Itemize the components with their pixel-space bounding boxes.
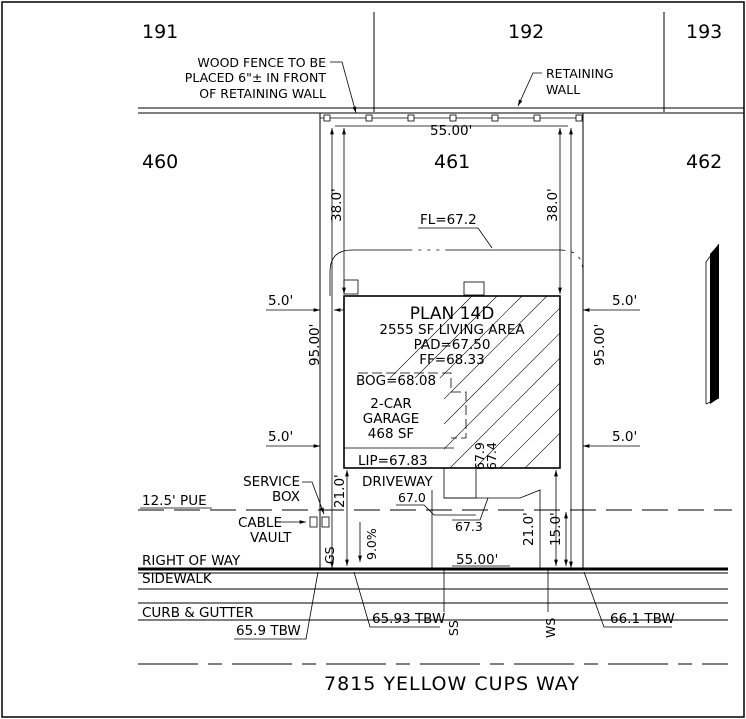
tbw-right-label: 66.1 TBW <box>610 611 675 627</box>
garage-area <box>344 378 444 468</box>
flow-line-swale <box>329 249 584 300</box>
cable-vault-label-2: VAULT <box>250 530 292 546</box>
finished-floor: FF=68.33 <box>419 352 485 368</box>
garage-label-2: GARAGE <box>363 411 420 427</box>
front-setback-right-label: 21.0' <box>521 512 537 546</box>
driveway-elevation: 67.0 <box>398 490 426 505</box>
garage-label-1: 2-CAR <box>370 396 412 412</box>
front-width-label: 55.00' <box>456 552 498 568</box>
lip-elevation: LIP=67.83 <box>358 453 428 469</box>
fence-note-line-1: WOOD FENCE TO BE <box>197 55 326 70</box>
side-right-top-label: 5.0' <box>612 293 637 309</box>
tbw-mid-label: 65.93 TBW <box>372 611 445 627</box>
driveway-curb <box>444 489 541 568</box>
driveway-label: DRIVEWAY <box>362 474 433 490</box>
fence-leader <box>330 61 357 114</box>
lot-number-191: 191 <box>142 21 178 43</box>
rear-patio-left <box>343 279 359 295</box>
rear-patio-mid <box>463 281 485 296</box>
side-left-top-label: 5.0' <box>268 293 293 309</box>
sidewalk-label: SIDEWALK <box>142 571 213 587</box>
depth-right-label: 95.00' <box>592 324 608 366</box>
north-arrow-icon <box>705 243 720 405</box>
side-left-bottom-label: 5.0' <box>268 429 293 445</box>
slope-label: 9.0% <box>364 528 379 560</box>
water-label: WS <box>543 618 558 638</box>
pue-label: 12.5' PUE <box>142 493 207 509</box>
tbw-mid-leader <box>353 571 440 628</box>
service-box-label-2: BOX <box>272 489 300 505</box>
fence-note-line-3: OF RETAINING WALL <box>199 86 326 101</box>
living-area: 2555 SF LIVING AREA <box>379 322 525 338</box>
tbw-right-leader <box>583 571 672 628</box>
rear-setback-left-label: 38.0' <box>329 188 345 222</box>
lot-number-193: 193 <box>686 21 722 43</box>
lot-number-462: 462 <box>686 151 722 173</box>
spot-elevation-a: 67.9 <box>472 442 487 470</box>
spot-elevation-b: 67.4 <box>484 442 499 470</box>
garage-outline <box>358 372 467 439</box>
service-box-label-1: SERVICE <box>243 474 300 490</box>
cable-vault-label-1: CABLE <box>238 515 282 531</box>
lot-number-460: 460 <box>142 151 178 173</box>
wall-leader <box>517 72 542 107</box>
pad-elevation: PAD=67.50 <box>414 337 491 353</box>
lot-number-192: 192 <box>508 21 544 43</box>
gas-label: GS <box>322 546 337 564</box>
plan-name: PLAN 14D <box>410 304 495 324</box>
driveway-elevation-2: 67.3 <box>455 519 483 534</box>
side-right-bottom-label: 5.0' <box>612 429 637 445</box>
depth-left-label: 95.00' <box>307 324 323 366</box>
lot-number-461: 461 <box>434 151 470 173</box>
cable-vault-box-b <box>321 516 330 528</box>
fence-note-line-2: PLACED 6"± IN FRONT <box>185 70 327 85</box>
wall-note-line-2: WALL <box>546 82 580 97</box>
tbw-left-label: 65.9 TBW <box>236 623 301 639</box>
tbw-left-leader <box>234 571 319 640</box>
wall-note-line-1: RETAINING <box>546 66 614 81</box>
sewer-label: SS <box>446 620 461 636</box>
bog-elevation: BOG=68.08 <box>356 373 436 389</box>
rear-setback-right-label: 38.0' <box>545 188 561 222</box>
garage-label-3: 468 SF <box>368 426 414 442</box>
flow-line-label: FL=67.2 <box>420 212 477 228</box>
rear-width-label: 55.00' <box>430 123 472 139</box>
front-setback-left-label: 21.0' <box>332 474 348 508</box>
flow-line-leader <box>418 227 493 249</box>
driveway-apron <box>443 468 477 499</box>
fence-posts <box>323 114 583 122</box>
service-box-leader <box>302 481 325 515</box>
street-name: 7815 YELLOW CUPS WAY <box>324 673 580 695</box>
house-footprint <box>343 295 561 469</box>
pue-depth-label: 15.0' <box>548 512 564 546</box>
cable-vault-box-a <box>309 516 318 528</box>
driveway-elev2-leader <box>452 497 489 521</box>
curb-label: CURB & GUTTER <box>142 605 254 621</box>
right-of-way-label: RIGHT OF WAY <box>142 553 241 569</box>
